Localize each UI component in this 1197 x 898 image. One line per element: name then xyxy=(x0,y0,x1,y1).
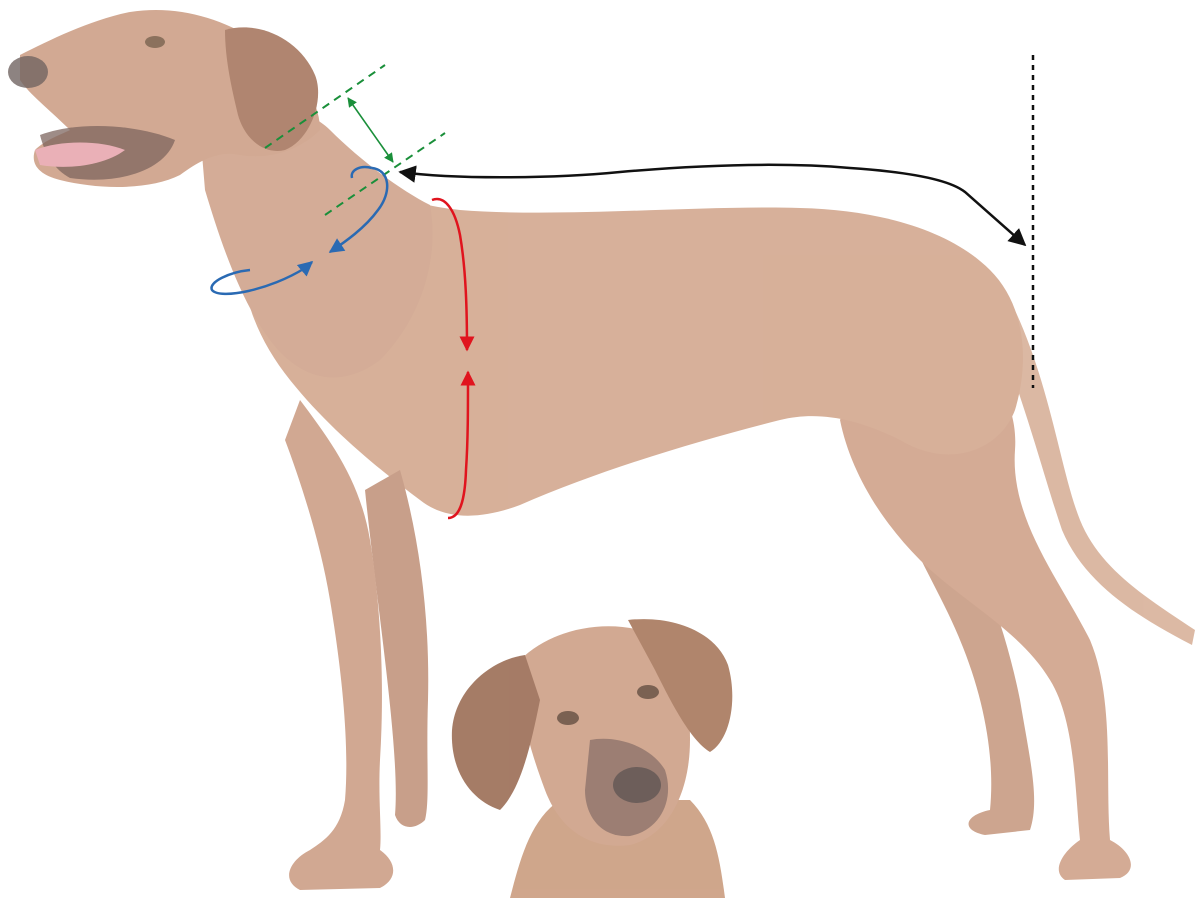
front-head-nose xyxy=(613,767,661,803)
dog-front-leg-near xyxy=(285,400,393,890)
front-head-ear-left xyxy=(452,655,540,810)
front-head-eye-right xyxy=(637,685,659,699)
front-head-eye-left xyxy=(557,711,579,725)
dog-eye xyxy=(145,36,165,48)
dog-head-front-view xyxy=(452,619,732,898)
neck-width-arrow xyxy=(348,98,393,162)
dog-nose xyxy=(8,56,48,88)
